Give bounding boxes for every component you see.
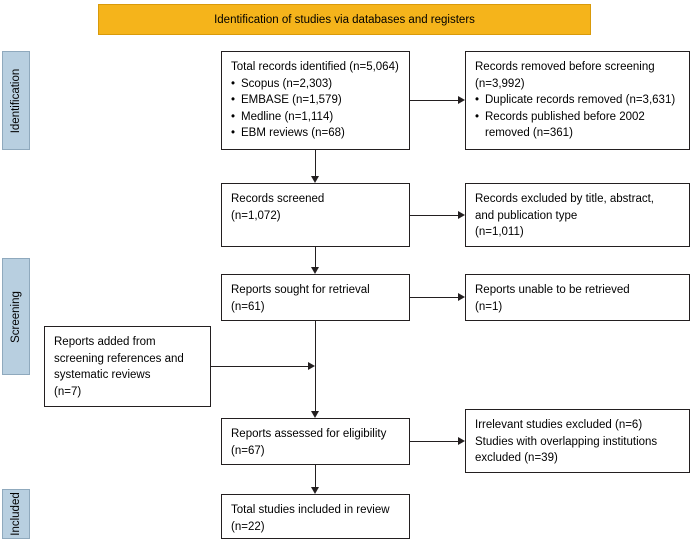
list-item: Medline (n=1,114) [231,109,401,126]
box-reports-assessed-eligibility: Reports assessed for eligibility (n=67) [221,418,410,465]
connector-reports-added-horizontal [211,366,308,367]
list-item: EMBASE (n=1,579) [231,92,401,109]
diagram-banner: Identification of studies via databases … [98,4,591,35]
box-records-excluded-line1: Records excluded by title, abstract, [475,193,654,205]
box-reports-sought-line1: Reports sought for retrieval [231,284,370,296]
box-records-removed-line2: (n=3,992) [475,77,525,90]
box-total-records-list: Scopus (n=2,303) EMBASE (n=1,579) Medlin… [231,76,401,142]
box-reports-sought-for-retrieval: Reports sought for retrieval (n=61) [221,274,410,321]
arrowhead-down [311,411,319,418]
box-records-screened: Records screened (n=1,072) [221,183,410,247]
connector-to-total-included [315,465,316,487]
arrowhead-down [311,487,319,494]
connector-sought-horizontal [410,297,458,298]
box-reports-added-line2: screening references and [54,352,184,365]
box-reports-added-line3: systematic reviews [54,369,151,381]
box-total-records-identified: Total records identified (n=5,064) Scopu… [221,51,410,150]
connector-to-reports-assessed [315,321,316,411]
connector-to-reports-sought [315,247,316,267]
box-total-included-line2: (n=22) [231,520,265,533]
box-reports-unable-line2: (n=1) [475,300,503,313]
box-records-screened-line2: (n=1,072) [231,209,281,222]
connector-assessed-horizontal [410,441,458,442]
box-reports-added-line1: Reports added from [54,336,156,348]
box-reports-assessed-line2: (n=67) [231,444,265,457]
list-item: Records published before 2002 removed (n… [475,109,681,142]
box-reports-unable-line1: Reports unable to be retrieved [475,284,630,296]
box-records-excluded-line2: and publication type [475,209,578,222]
list-item: Scopus (n=2,303) [231,76,401,93]
box-studies-excluded-line2: Studies with overlapping institutions [475,435,658,448]
box-reports-added-line4: (n=7) [54,385,82,398]
arrowhead-right [458,211,465,219]
box-studies-excluded-line3: excluded (n=39) [475,452,558,464]
box-total-records-title: Total records identified (n=5,064) [231,61,399,73]
box-records-excluded-line3: (n=1,011) [475,226,524,238]
connector-identification-horizontal [410,100,458,101]
box-records-removed-line1: Records removed before screening [475,61,655,73]
arrowhead-right [458,437,465,445]
diagram-banner-label: Identification of studies via databases … [214,13,475,26]
box-total-included-line1: Total studies included in review [231,504,390,516]
box-records-excluded: Records excluded by title, abstract, and… [465,183,690,247]
box-studies-excluded: Irrelevant studies excluded (n=6) Studie… [465,409,690,473]
box-reports-assessed-line1: Reports assessed for eligibility [231,428,387,440]
arrowhead-down [311,267,319,274]
arrowhead-right [308,362,315,370]
connector-screened-horizontal [410,215,458,216]
stage-label-included: Included [2,489,30,539]
box-reports-added: Reports added from screening references … [44,326,211,407]
arrowhead-right [458,293,465,301]
box-reports-sought-line2: (n=61) [231,300,265,313]
arrowhead-right [458,96,465,104]
list-item: Duplicate records removed (n=3,631) [475,92,681,109]
list-item: EBM reviews (n=68) [231,125,401,142]
connector-to-records-screened [315,150,316,176]
box-total-studies-included: Total studies included in review (n=22) [221,494,410,539]
box-reports-unable-retrieved: Reports unable to be retrieved (n=1) [465,274,690,321]
box-records-removed-list: Duplicate records removed (n=3,631) Reco… [475,92,681,142]
stage-label-screening: Screening [2,258,30,375]
box-records-screened-line1: Records screened [231,193,325,205]
box-records-removed-before-screening: Records removed before screening (n=3,99… [465,51,690,150]
box-studies-excluded-line1: Irrelevant studies excluded (n=6) [475,419,643,431]
arrowhead-down [311,176,319,183]
stage-label-identification: Identification [2,51,30,150]
